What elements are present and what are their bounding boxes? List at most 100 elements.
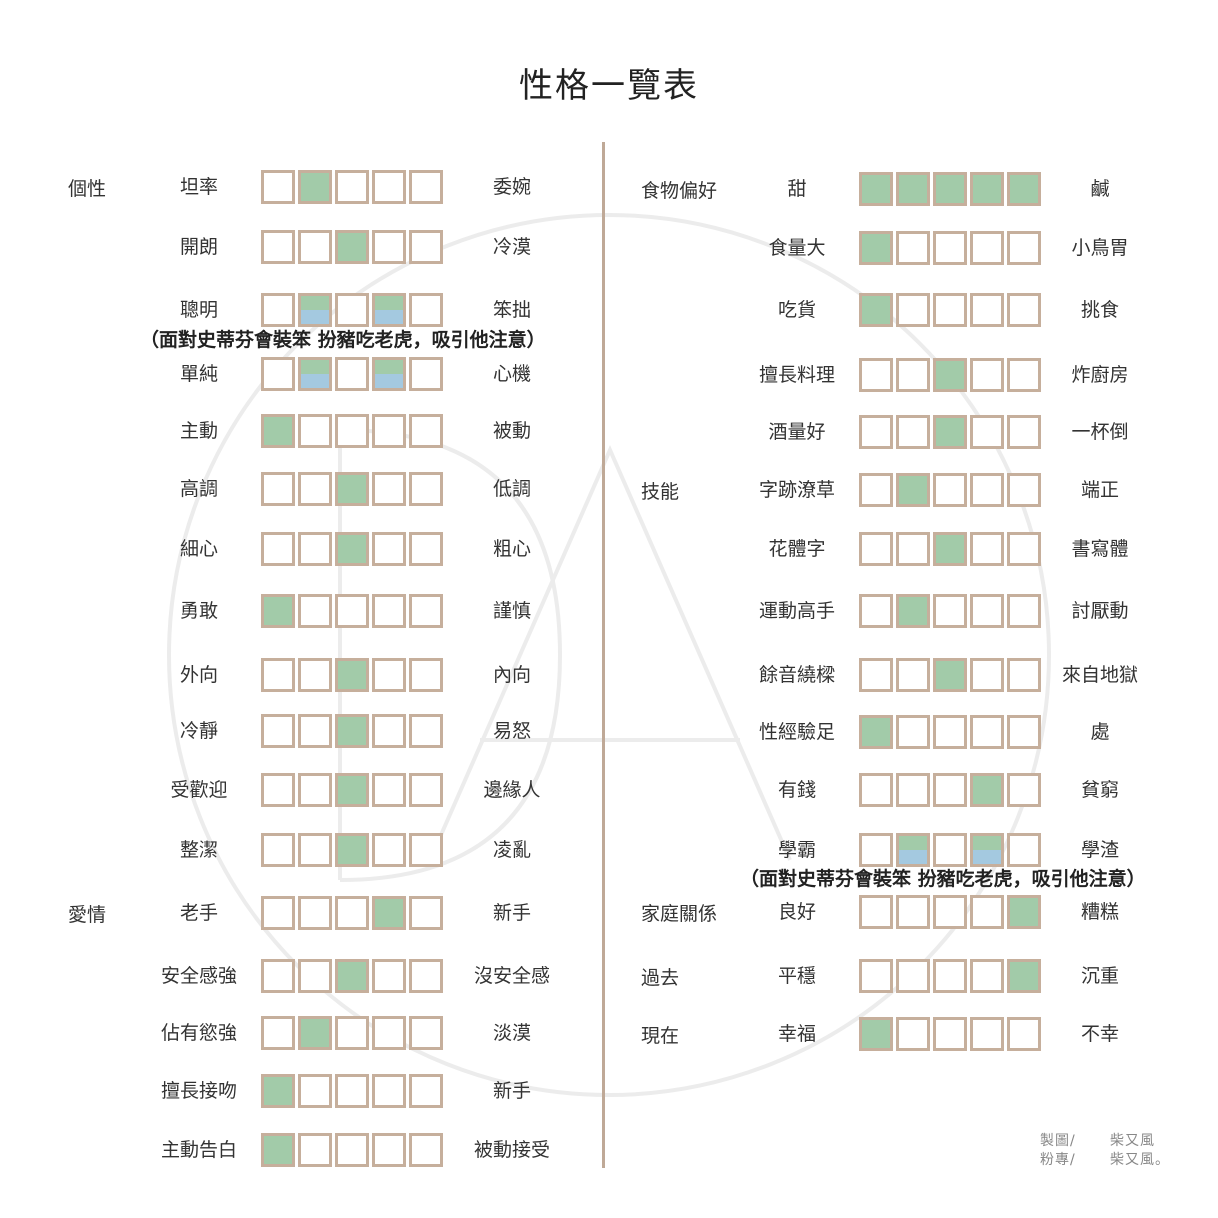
credit-label-page: 粉專/ (1040, 1152, 1076, 1168)
trait-left-label: 高調 (179, 478, 219, 500)
trait-right-label: 冷漠 (492, 236, 532, 258)
rating-scale (859, 959, 1045, 993)
trait-right-label: 沒安全感 (473, 965, 551, 987)
trait-right-label: 不幸 (1080, 1023, 1120, 1045)
rating-box (335, 293, 369, 327)
trait-right-label: 笨拙 (492, 299, 532, 321)
rating-box (409, 896, 443, 930)
rating-box (859, 358, 893, 392)
rating-box (409, 658, 443, 692)
rating-box (1007, 959, 1041, 993)
rating-box (970, 773, 1004, 807)
rating-box (970, 658, 1004, 692)
rating-box (859, 293, 893, 327)
trait-right-label: 委婉 (492, 176, 532, 198)
trait-right-label: 易怒 (492, 720, 532, 742)
category-label: 家庭關係 (641, 903, 718, 925)
rating-box (859, 415, 893, 449)
trait-left-label: 細心 (179, 538, 219, 560)
category-label: 過去 (641, 967, 680, 989)
trait-left-label: 主動告白 (160, 1139, 238, 1161)
rating-box (896, 715, 930, 749)
trait-right-label: 貧窮 (1080, 779, 1120, 801)
rating-scale (859, 658, 1045, 692)
trait-right-label: 邊緣人 (483, 779, 541, 801)
rating-box (298, 896, 332, 930)
rating-box (372, 714, 406, 748)
rating-box (372, 472, 406, 506)
rating-box (970, 833, 1004, 867)
rating-box (896, 1017, 930, 1051)
credit-label-artist: 製圖/ (1040, 1133, 1076, 1149)
trait-left-label: 擅長料理 (758, 364, 836, 386)
rating-box (896, 833, 930, 867)
rating-box (261, 170, 295, 204)
rating-box (1007, 473, 1041, 507)
rating-box (298, 472, 332, 506)
rating-box (896, 532, 930, 566)
rating-box (298, 170, 332, 204)
rating-box (372, 658, 406, 692)
rating-box (261, 1016, 295, 1050)
rating-box (372, 293, 406, 327)
rating-scale (859, 715, 1045, 749)
rating-box (970, 172, 1004, 206)
rating-scale (261, 1016, 447, 1050)
rating-box (335, 414, 369, 448)
trait-left-label: 性經驗足 (758, 721, 836, 743)
rating-box (335, 833, 369, 867)
rating-box (896, 415, 930, 449)
rating-box (261, 414, 295, 448)
rating-box (1007, 293, 1041, 327)
rating-scale (261, 293, 447, 327)
rating-box (261, 532, 295, 566)
rating-box (933, 658, 967, 692)
rating-scale (261, 714, 447, 748)
rating-scale (261, 959, 447, 993)
credit-page-name: 柴又風。 (1110, 1152, 1170, 1168)
trait-left-label: 花體字 (768, 538, 826, 560)
category-label: 現在 (641, 1025, 680, 1047)
rating-box (261, 230, 295, 264)
rating-scale (859, 415, 1045, 449)
trait-right-label: 低調 (492, 478, 532, 500)
rating-box (335, 896, 369, 930)
rating-box (335, 959, 369, 993)
rating-box (409, 532, 443, 566)
rating-scale (859, 594, 1045, 628)
rating-box (896, 358, 930, 392)
rating-box (261, 714, 295, 748)
rating-box (372, 959, 406, 993)
rating-scale (859, 231, 1045, 265)
rating-box (859, 172, 893, 206)
trait-left-label: 餘音繞樑 (758, 664, 836, 686)
rating-scale (859, 473, 1045, 507)
trait-left-label: 幸福 (777, 1023, 817, 1045)
rating-box (933, 773, 967, 807)
trait-right-label: 處 (1090, 721, 1110, 743)
rating-box (261, 594, 295, 628)
rating-box (409, 714, 443, 748)
page-title: 性格一覽表 (519, 66, 699, 106)
rating-box (970, 715, 1004, 749)
rating-box (970, 293, 1004, 327)
trait-right-label: 淡漠 (492, 1022, 532, 1044)
rating-box (298, 532, 332, 566)
rating-box (409, 594, 443, 628)
rating-box (1007, 773, 1041, 807)
trait-right-label: 新手 (492, 902, 532, 924)
category-label: 個性 (68, 178, 107, 200)
rating-box (372, 773, 406, 807)
trait-right-label: 被動接受 (473, 1139, 551, 1161)
rating-box (261, 896, 295, 930)
rating-box (970, 594, 1004, 628)
trait-left-label: 學霸 (777, 839, 817, 861)
rating-box (933, 293, 967, 327)
rating-box (896, 895, 930, 929)
credit-artist-name: 柴又風 (1110, 1133, 1155, 1149)
rating-box (298, 714, 332, 748)
rating-box (372, 1133, 406, 1167)
trait-note: （面對史蒂芬會裝笨 扮豬吃老虎，吸引他注意） (140, 329, 546, 351)
rating-box (970, 415, 1004, 449)
trait-right-label: 小鳥胃 (1071, 237, 1129, 259)
